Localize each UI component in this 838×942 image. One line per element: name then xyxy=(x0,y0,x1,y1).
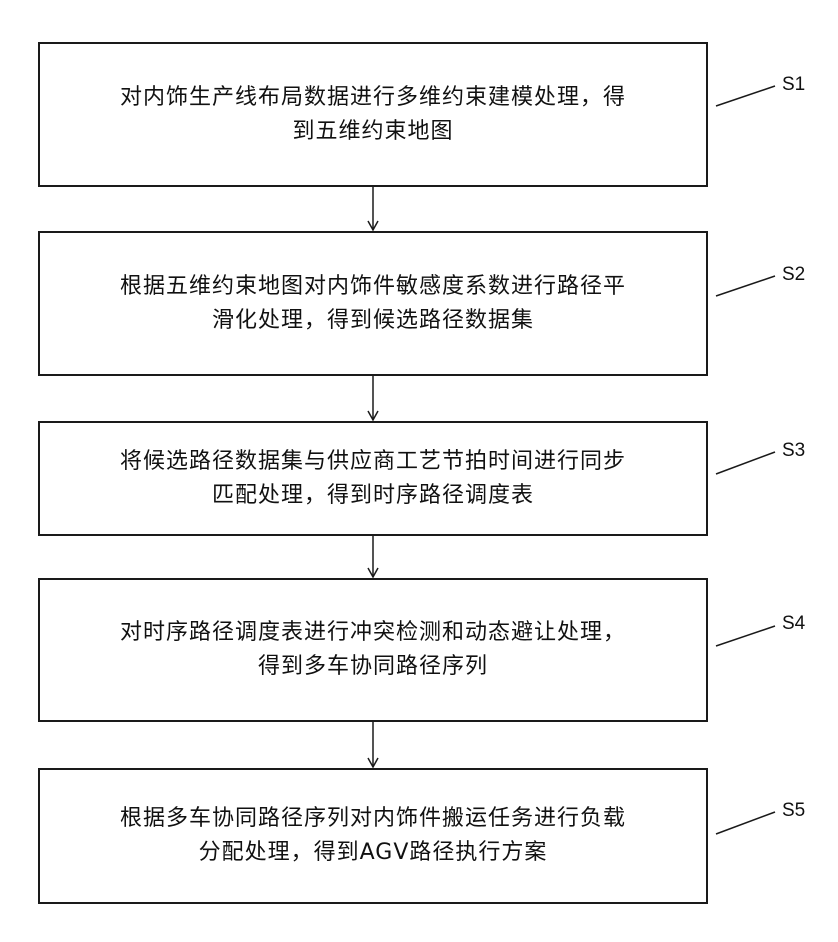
step-label-s1: S1 xyxy=(782,74,806,95)
step-label-s2: S2 xyxy=(782,264,806,285)
arrow-s2-s3-head xyxy=(367,410,379,422)
step-s1-line1: 对内饰生产线布局数据进行多维约束建模处理，得 xyxy=(119,84,626,110)
step-label-s5: S5 xyxy=(782,800,806,821)
step-label-s3: S3 xyxy=(782,440,806,461)
step-text-s5: 根据多车协同路径序列对内饰件搬运任务进行负载 分配处理，得到AGV路径执行方案 xyxy=(120,802,626,870)
leader-line-s3 xyxy=(715,451,776,475)
leader-line-s2 xyxy=(715,275,776,297)
leader-line-s4 xyxy=(715,625,776,647)
arrow-s3-s4-head xyxy=(367,567,379,579)
step-text-s3: 将候选路径数据集与供应商工艺节拍时间进行同步 匹配处理，得到时序路径调度表 xyxy=(120,445,626,513)
step-s2-line1: 根据五维约束地图对内饰件敏感度系数进行路径平 xyxy=(119,273,626,299)
arrow-s1-s2-head xyxy=(367,220,379,232)
step-text-s2: 根据五维约束地图对内饰件敏感度系数进行路径平 滑化处理，得到候选路径数据集 xyxy=(120,270,626,338)
step-box-s3: 将候选路径数据集与供应商工艺节拍时间进行同步 匹配处理，得到时序路径调度表 xyxy=(38,421,708,536)
leader-line-s5 xyxy=(715,811,776,835)
step-box-s2: 根据五维约束地图对内饰件敏感度系数进行路径平 滑化处理，得到候选路径数据集 xyxy=(38,231,708,376)
step-s4-line2: 得到多车协同路径序列 xyxy=(257,654,488,679)
step-s4-line1: 对时序路径调度表进行冲突检测和动态避让处理， xyxy=(119,620,626,645)
step-box-s1: 对内饰生产线布局数据进行多维约束建模处理，得 到五维约束地图 xyxy=(38,42,708,187)
step-s5-line2: 分配处理，得到AGV路径执行方案 xyxy=(198,840,548,865)
step-s3-line1: 将候选路径数据集与供应商工艺节拍时间进行同步 xyxy=(119,448,626,474)
step-text-s1: 对内饰生产线布局数据进行多维约束建模处理，得 到五维约束地图 xyxy=(120,81,626,149)
step-text-s4: 对时序路径调度表进行冲突检测和动态避让处理， 得到多车协同路径序列 xyxy=(120,616,626,684)
step-box-s4: 对时序路径调度表进行冲突检测和动态避让处理， 得到多车协同路径序列 xyxy=(38,578,708,722)
leader-line-s1 xyxy=(715,85,776,107)
step-s5-line1: 根据多车协同路径序列对内饰件搬运任务进行负载 xyxy=(119,806,626,831)
step-s3-line2: 匹配处理，得到时序路径调度表 xyxy=(211,482,534,508)
step-box-s5: 根据多车协同路径序列对内饰件搬运任务进行负载 分配处理，得到AGV路径执行方案 xyxy=(38,768,708,904)
step-s2-line2: 滑化处理，得到候选路径数据集 xyxy=(211,307,534,333)
step-label-s4: S4 xyxy=(782,613,806,634)
arrow-s4-s5-head xyxy=(367,757,379,769)
step-s1-line2: 到五维约束地图 xyxy=(292,118,454,144)
